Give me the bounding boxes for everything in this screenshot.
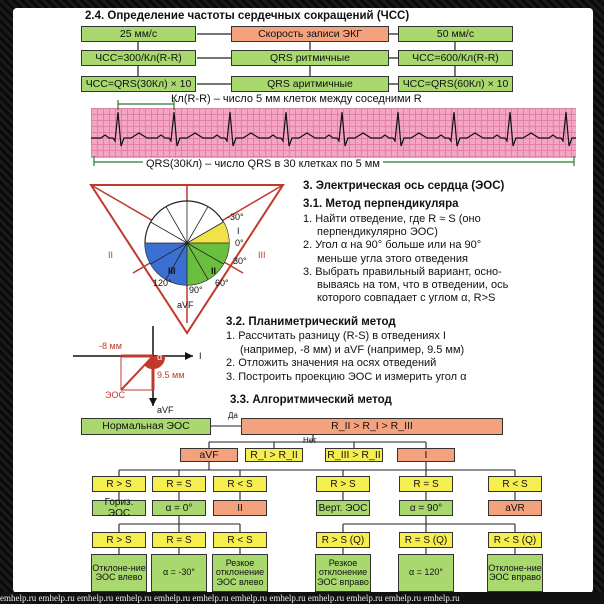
axis-triangle-diagram <box>89 184 285 335</box>
algo-row3-cell: R < S (Q) <box>488 532 542 548</box>
ecg-strip <box>91 108 576 158</box>
speed-label-box: Скорость записи ЭКГ <box>231 26 389 42</box>
method1-steps-line: 1. Найти отведение, где R ≈ S (оно <box>303 213 481 225</box>
algo-row4-cell: Резкое отклонение ЭОС влево <box>212 554 268 592</box>
angle-30: 30° <box>233 256 247 266</box>
method2-steps: 1. Рассчитать разницу (R-S) в отведениях… <box>226 330 466 384</box>
plani-axis-avf: aVF <box>157 405 174 415</box>
algo-connectors <box>118 425 516 554</box>
rr-note: Кл(R-R) – число 5 мм клеток между соседн… <box>171 93 422 105</box>
algo-row2-cell: α = 90° <box>399 500 453 516</box>
plani-val-i: -8 мм <box>99 341 122 351</box>
angle-90: 90° <box>189 285 203 295</box>
method2-title: 3.2. Планиметрический метод <box>226 316 396 328</box>
algo-row1-cell: R = S <box>152 476 206 492</box>
algo-row2-cell: Гориз. ЭОС <box>92 497 146 519</box>
algo-row4-cell: Резкое отклонение ЭОС вправо <box>315 554 371 592</box>
method1-steps-line: перпендикулярно ЭОС) <box>317 226 438 239</box>
branch-riii-rii: R_III > R_II <box>325 448 383 462</box>
plani-val-avf: 9.5 мм <box>157 370 185 380</box>
branch-ri-rii: R_I > R_II <box>245 448 303 462</box>
algo-row2-cell: II <box>213 500 267 516</box>
angle-120: 120° <box>153 278 172 288</box>
normal-eos-box: Нормальная ЭОС <box>81 418 211 435</box>
method3-title: 3.3. Алгоритмический метод <box>230 394 392 406</box>
lead-i-inner: I <box>237 226 240 236</box>
algo-row4-cell: α = 120° <box>398 554 454 592</box>
method2-steps-line: 3. Построить проекцию ЭОС и измерить уго… <box>226 370 467 383</box>
algo-row4-cell: Отклоне-ние ЭОС вправо <box>487 554 543 592</box>
method1-steps-line: 2. Угол α на 90° больше или на 90° <box>303 239 482 252</box>
algo-row3-cell: R = S <box>152 532 206 548</box>
lead-ii-inner: II <box>211 266 217 276</box>
branch-i: I <box>397 448 455 462</box>
formula-60-box: ЧСС=QRS(60Кл) × 10 <box>398 76 513 92</box>
speed-25-box: 25 мм/с <box>81 26 196 42</box>
algo-row2-cell: aVR <box>488 500 542 516</box>
algo-row4-cell: α = -30° <box>151 554 207 592</box>
algo-row3-cell: R > S (Q) <box>316 532 370 548</box>
method1-steps-line: меньше угла этого отведения <box>317 252 468 265</box>
algo-row1-cell: R < S <box>213 476 267 492</box>
algo-row3-cell: R > S <box>92 532 146 548</box>
plani-alpha: α <box>157 352 163 362</box>
plani-axis-i: I <box>199 351 202 361</box>
cheat-sheet-card: 2.4. Определение частоты сердечных сокра… <box>13 8 593 593</box>
algo-row2-cell: Верт. ЭОС <box>316 500 370 516</box>
yes-label: Да <box>228 411 238 420</box>
algo-row3-cell: R < S <box>213 532 267 548</box>
plani-eos: ЭОС <box>105 390 125 400</box>
method2-steps-line: (например, -8 мм) и aVF (например, 9.5 м… <box>240 343 465 356</box>
method1-steps-line: 3. Выбрать правильный вариант, осно- <box>303 265 502 278</box>
method1-title: 3.1. Метод перпендикуляра <box>303 198 459 210</box>
algo-row2-cell: α = 0° <box>152 500 206 516</box>
algo-row1-cell: R = S <box>399 476 453 492</box>
branch-avf: aVF <box>180 448 238 462</box>
ecg-trace <box>91 111 576 147</box>
angle-60: 60° <box>215 278 229 288</box>
angle-0: 0° <box>235 238 244 248</box>
footer-watermark: emhelp.ru emhelp.ru emhelp.ru emhelp.ru … <box>0 592 604 604</box>
lead-iii-inner: III <box>168 266 176 276</box>
formula-50-box: ЧСС=600/Кл(R-R) <box>398 50 513 66</box>
method2-steps-line: 2. Отложить значения на осях отведений <box>226 357 437 369</box>
method1-steps-line: вываясь на том, что в отведении, ось <box>317 279 509 292</box>
avf-label: aVF <box>177 300 194 310</box>
formula-25-box: ЧСС=300/Кл(R-R) <box>81 50 196 66</box>
side-iii-label: III <box>258 250 266 260</box>
algo-row3-cell: R = S (Q) <box>399 532 453 548</box>
algo-row4-cell: Отклоне-ние ЭОС влево <box>91 554 147 592</box>
rr-bracket <box>117 100 175 110</box>
axis-title: 3. Электрическая ось сердца (ЭОС) <box>303 180 505 192</box>
root-condition-box: R_II > R_I > R_III <box>241 418 503 435</box>
planimetric-diagram <box>73 326 193 406</box>
method2-steps-line: 1. Рассчитать разницу (R-S) в отведениях… <box>226 330 446 342</box>
side-ii-label: II <box>108 250 114 260</box>
method1-steps-line: которого совпадает с углом α, R>S <box>317 292 496 305</box>
qrs30-note: QRS(30Кл) – число QRS в 30 клетках по 5 … <box>143 158 383 170</box>
section-hr-title: 2.4. Определение частоты сердечных сокра… <box>85 10 410 22</box>
speed-50-box: 50 мм/с <box>398 26 513 42</box>
angle-m30: -30° <box>227 212 244 222</box>
algo-row1-cell: R < S <box>488 476 542 492</box>
hr-connector-lines <box>137 33 456 85</box>
no-label: Нет <box>303 436 317 445</box>
algo-row1-cell: R > S <box>92 476 146 492</box>
algo-row1-cell: R > S <box>316 476 370 492</box>
formula-30-box: ЧСС=QRS(30Кл) × 10 <box>81 76 196 92</box>
rhythm-regular-box: QRS ритмичные <box>231 50 389 66</box>
rhythm-irregular-box: QRS аритмичные <box>231 76 389 92</box>
